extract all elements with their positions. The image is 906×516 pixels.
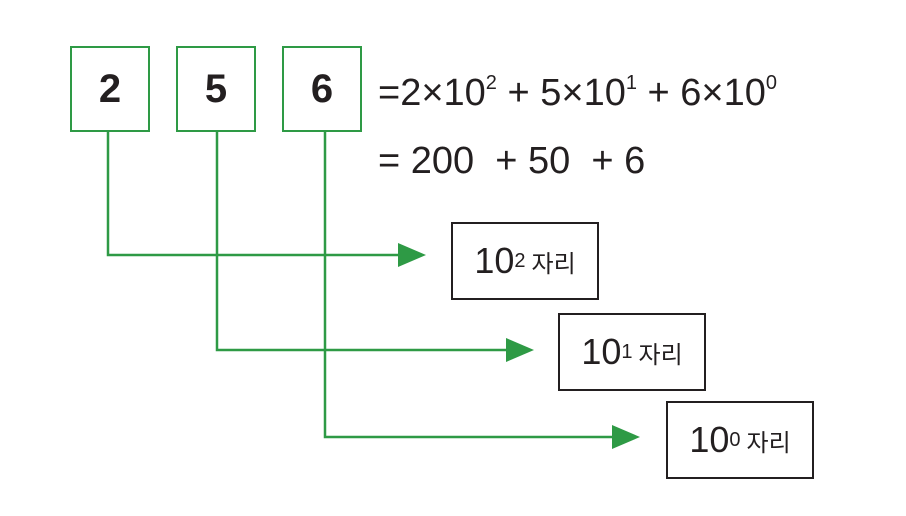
digit-hundreds: 2 bbox=[98, 66, 122, 111]
term-tens: 5×101 bbox=[540, 72, 637, 114]
connector-tens bbox=[215, 132, 524, 352]
arrowhead-hundreds bbox=[398, 243, 426, 267]
plus-sign: + bbox=[647, 72, 670, 114]
expansion-line-1: =2×102 + 5×101 + 6×100 bbox=[378, 72, 777, 115]
expansion-line-2: = 200 + 50 + 6 bbox=[378, 140, 646, 182]
term-ones: 6×100 bbox=[680, 72, 778, 114]
arrowhead-tens bbox=[506, 338, 534, 362]
connector-hundreds bbox=[106, 132, 418, 257]
equals-sign: = bbox=[378, 72, 401, 114]
plus-sign: + bbox=[507, 72, 530, 114]
digit-box-tens: 5 bbox=[176, 46, 256, 132]
digit-tens: 5 bbox=[204, 66, 228, 111]
arrowhead-ones bbox=[612, 425, 640, 449]
connector-ones bbox=[323, 132, 630, 439]
digit-box-ones: 6 bbox=[282, 46, 362, 132]
term-hundreds: 2×102 bbox=[400, 72, 497, 114]
digit-ones: 6 bbox=[310, 66, 334, 111]
digit-box-hundreds: 2 bbox=[70, 46, 150, 132]
